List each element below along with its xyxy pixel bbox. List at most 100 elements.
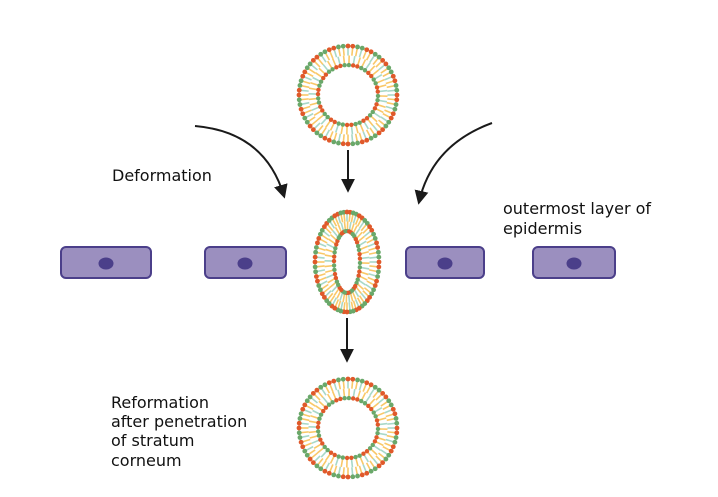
lipid-head bbox=[372, 439, 378, 444]
epidermis-cell bbox=[532, 246, 616, 279]
lipid-head bbox=[364, 470, 370, 476]
lipid-head bbox=[333, 246, 338, 251]
lipid-head bbox=[345, 474, 351, 480]
lipid-head bbox=[334, 65, 339, 70]
cell-nucleus bbox=[98, 257, 114, 270]
lipid-head bbox=[353, 121, 358, 127]
lipid-head bbox=[304, 65, 310, 71]
lipid-head bbox=[296, 97, 302, 103]
lipid-head bbox=[376, 463, 382, 469]
lipid-head bbox=[321, 75, 326, 81]
lipid-head bbox=[374, 85, 380, 90]
lipid-head bbox=[392, 106, 398, 112]
lipid-head bbox=[392, 78, 398, 84]
lipid-head bbox=[297, 435, 303, 440]
lipid-head bbox=[383, 123, 389, 129]
lipid-head bbox=[346, 395, 352, 401]
lipid-head bbox=[350, 43, 356, 49]
lipid-head bbox=[369, 73, 374, 79]
lipid-head bbox=[386, 398, 392, 404]
lipid-head bbox=[332, 119, 337, 125]
lipid-head bbox=[364, 137, 370, 143]
lipid-head bbox=[355, 277, 360, 282]
lipid-head bbox=[326, 69, 332, 74]
lipid-head bbox=[331, 45, 337, 51]
lipid-head bbox=[374, 102, 379, 107]
lipid-head bbox=[355, 397, 360, 402]
lipid-head bbox=[380, 390, 386, 396]
lipid-head bbox=[336, 473, 341, 479]
lipid-head bbox=[332, 452, 337, 458]
epidermis-cell bbox=[405, 246, 485, 279]
lipid-head bbox=[367, 446, 373, 451]
lipid-head bbox=[336, 44, 341, 50]
reformation-label-line4: corneum bbox=[111, 451, 182, 470]
lipid-head bbox=[314, 130, 320, 136]
lipid-head bbox=[383, 456, 389, 462]
lipid-head bbox=[368, 468, 374, 474]
lipid-head bbox=[318, 412, 324, 417]
epidermis-cell bbox=[204, 246, 287, 279]
lipid-head bbox=[298, 106, 304, 112]
lipid-head bbox=[390, 406, 396, 412]
lipid-head bbox=[372, 133, 378, 139]
lipid-head bbox=[359, 65, 364, 71]
lipid-head bbox=[315, 96, 321, 101]
lipid-head bbox=[393, 102, 399, 107]
lipid-head bbox=[368, 135, 374, 141]
lipid-head bbox=[322, 49, 328, 55]
lipid-head bbox=[353, 454, 358, 460]
deformation-label: Deformation bbox=[112, 166, 212, 185]
lipid-head bbox=[373, 414, 378, 419]
lipid-head bbox=[298, 411, 304, 417]
lipid-head bbox=[367, 113, 373, 118]
epidermis-cells bbox=[60, 246, 616, 279]
lipid-head bbox=[357, 453, 362, 458]
lipid-head bbox=[336, 377, 341, 383]
lipid-head bbox=[376, 130, 382, 136]
lipid-head bbox=[376, 254, 382, 260]
lipid-head bbox=[316, 283, 322, 288]
lipid-head bbox=[375, 430, 380, 436]
lipid-head bbox=[372, 236, 378, 241]
epidermis-label-line2: epidermis bbox=[503, 219, 582, 238]
lipid-head bbox=[372, 384, 378, 390]
lipid-head bbox=[344, 455, 350, 461]
lipid-head bbox=[312, 259, 318, 265]
lipid-head bbox=[336, 454, 341, 459]
lipid-head bbox=[372, 466, 378, 472]
lipid-head bbox=[312, 254, 318, 260]
lipid-head bbox=[355, 44, 360, 50]
lipid-head bbox=[375, 426, 381, 432]
lipid-head bbox=[322, 111, 327, 117]
cell-nucleus bbox=[437, 257, 453, 270]
lipid-head bbox=[298, 439, 304, 445]
lipid-head bbox=[376, 54, 382, 60]
lipid-head bbox=[361, 118, 366, 123]
lipid-head bbox=[340, 43, 346, 49]
lipid-head bbox=[394, 97, 400, 103]
lipid-head bbox=[392, 439, 398, 445]
lipid-head bbox=[330, 67, 335, 72]
lipid-head bbox=[350, 141, 356, 147]
lipid-head bbox=[357, 251, 362, 257]
lipid-head bbox=[356, 247, 362, 253]
lipid-head bbox=[297, 83, 303, 88]
reformation-label-line3: of stratum bbox=[111, 431, 195, 450]
lipid-head bbox=[361, 451, 366, 456]
lipid-head bbox=[349, 455, 354, 461]
lipid-head bbox=[345, 376, 351, 382]
lipid-head bbox=[386, 119, 392, 125]
lipid-head bbox=[355, 140, 360, 146]
lipid-head bbox=[322, 382, 328, 388]
lipid-head bbox=[375, 249, 381, 255]
lipid-head bbox=[364, 449, 370, 454]
lipid-head bbox=[316, 100, 322, 105]
lipid-head bbox=[359, 45, 365, 51]
lipid-head bbox=[328, 450, 334, 455]
lipid-head bbox=[318, 79, 324, 84]
lipid-head bbox=[302, 402, 308, 408]
lipid-head bbox=[371, 231, 377, 237]
lipid-head bbox=[296, 420, 302, 426]
